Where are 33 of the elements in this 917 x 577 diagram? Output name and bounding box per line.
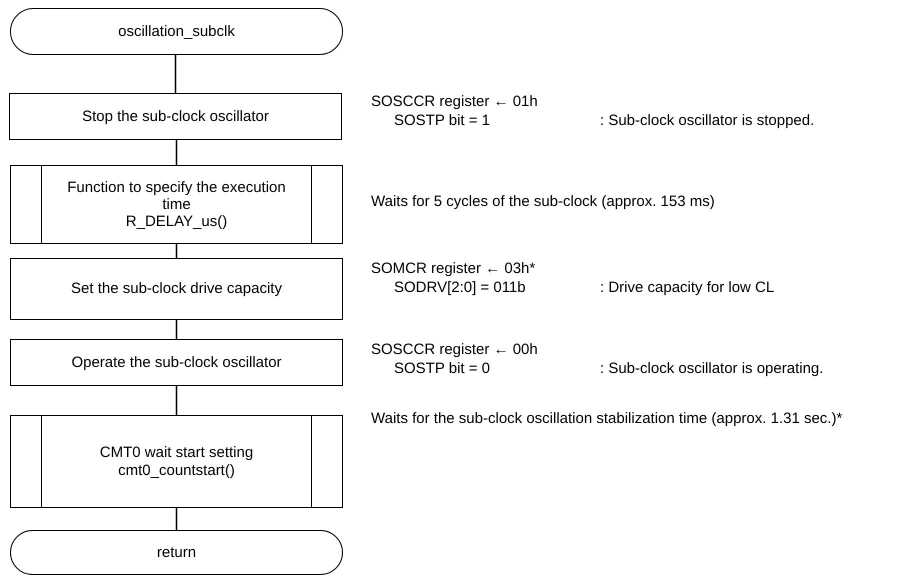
connector-line [176, 508, 178, 530]
node-text: R_DELAY_us() [126, 213, 228, 230]
terminal-shape [10, 530, 343, 575]
node-text: CMT0 wait start setting [100, 444, 254, 462]
node-text: Set the sub-clock drive capacity [71, 280, 282, 298]
connector-line [176, 386, 178, 415]
note-text: : Sub-clock oscillator is stopped. [600, 112, 814, 131]
subroutine-box [10, 415, 343, 508]
note-text: SOMCR register ← 03h* [371, 260, 536, 279]
node-text: Stop the sub-clock oscillator [82, 108, 269, 126]
note-text: : Sub-clock oscillator is operating. [600, 360, 824, 379]
note-text: Waits for the sub-clock oscillation stabilization time (approx. 1.31 sec.)* [371, 410, 844, 429]
connector-line [176, 320, 178, 339]
connector-line [176, 244, 178, 258]
process-box [10, 258, 343, 320]
note-text: SOSCCR register ← 00h [371, 341, 538, 360]
connector-line [174, 55, 176, 93]
subroutine-box [10, 165, 343, 244]
process-box [10, 339, 343, 386]
process-box [9, 93, 342, 140]
note-text: SOSCCR register ← 01h [371, 93, 538, 112]
node-text: cmt0_countstart() [118, 462, 235, 479]
node-text: oscillation_subclk [118, 22, 235, 40]
note-text: SODRV[2:0] = 011b [394, 278, 526, 298]
note-text: : Drive capacity for low CL [600, 279, 774, 298]
connector-line [176, 140, 178, 165]
note-text: SOSTP bit = 1 [394, 112, 490, 130]
node-text: Function to specify the execution time [66, 178, 287, 214]
node-text: Operate the sub-clock oscillator [71, 354, 282, 372]
terminal-shape [10, 8, 343, 55]
note-text: Waits for 5 cycles of the sub-clock (approx. 153 ms) [371, 193, 716, 212]
node-text: return [156, 544, 196, 562]
note-text: SOSTP bit = 0 [394, 360, 490, 378]
